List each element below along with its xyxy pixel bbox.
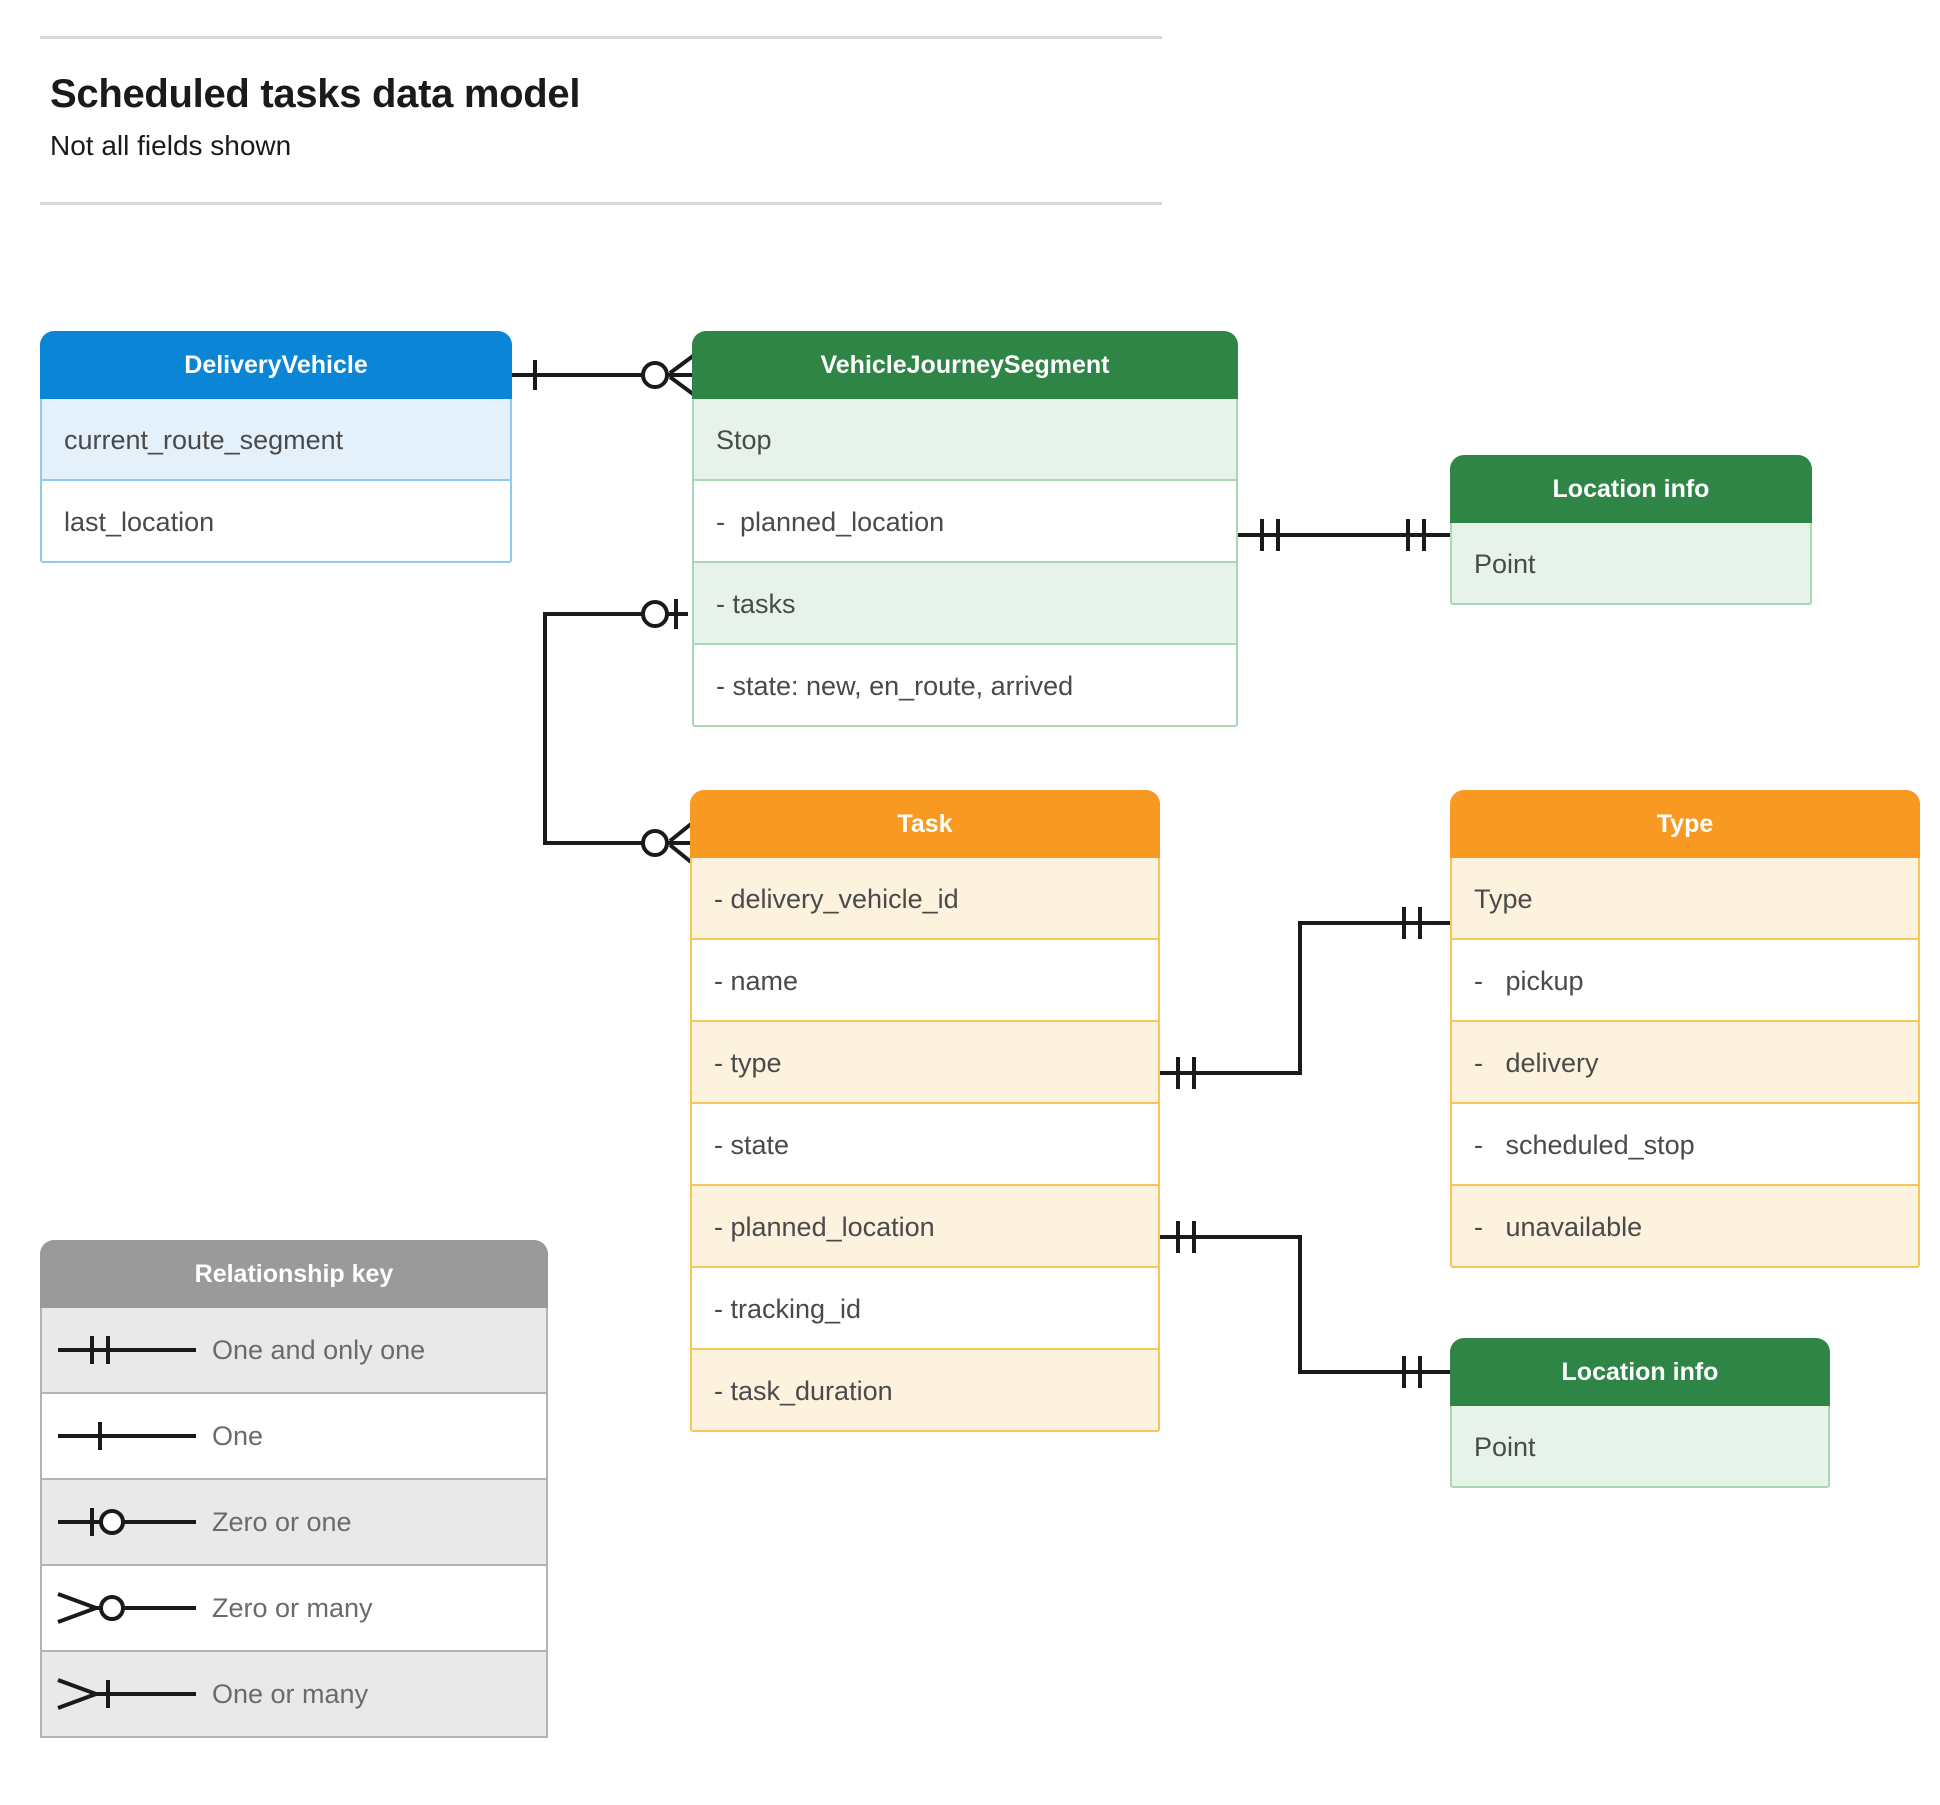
header-divider-bottom (40, 202, 1162, 205)
entity-row: - planned_location (690, 1186, 1160, 1268)
entity-location-info-bottom[interactable]: Location info Point (1450, 1338, 1830, 1488)
page-subtitle: Not all fields shown (50, 130, 292, 161)
legend-item: One (40, 1394, 548, 1480)
entity-row: - scheduled_stop (1450, 1104, 1920, 1186)
entity-row: Point (1450, 1406, 1830, 1488)
legend-item-label: Zero or one (212, 1506, 352, 1537)
header-divider-top (40, 36, 1162, 39)
page-title: Scheduled tasks data model (50, 72, 581, 116)
entity-row: - type (690, 1022, 1160, 1104)
entity-row: - planned_location (692, 481, 1238, 563)
entity-task[interactable]: Task - delivery_vehicle_id - name - type… (690, 790, 1160, 1432)
entity-row: Type (1450, 858, 1920, 940)
legend-item-label: One or many (212, 1678, 369, 1709)
entity-row: Point (1450, 523, 1812, 605)
legend-title: Relationship key (40, 1240, 548, 1308)
entity-row: - delivery_vehicle_id (690, 858, 1160, 940)
entity-row: Stop (692, 399, 1238, 481)
entity-row: - unavailable (1450, 1186, 1920, 1268)
relationship-key-legend: Relationship key One and only one (40, 1240, 548, 1738)
one-or-many-icon (42, 1674, 212, 1714)
entity-title-task: Task (690, 790, 1160, 858)
entity-row: - state (690, 1104, 1160, 1186)
entity-title-delivery-vehicle: DeliveryVehicle (40, 331, 512, 399)
legend-item-label: Zero or many (212, 1592, 373, 1623)
legend-item: One or many (40, 1652, 548, 1738)
legend-item: One and only one (40, 1308, 548, 1394)
one-and-only-one-icon (42, 1330, 212, 1370)
entity-row: - delivery (1450, 1022, 1920, 1104)
entity-row: last_location (40, 481, 512, 563)
entity-row: current_route_segment (40, 399, 512, 481)
entity-location-info-top[interactable]: Location info Point (1450, 455, 1812, 605)
entity-row: - task_duration (690, 1350, 1160, 1432)
legend-item: Zero or many (40, 1566, 548, 1652)
entity-row: - tracking_id (690, 1268, 1160, 1350)
zero-or-many-icon (42, 1588, 212, 1628)
entity-row: - tasks (692, 563, 1238, 645)
zero-or-one-icon (42, 1502, 212, 1542)
entity-row: - pickup (1450, 940, 1920, 1022)
entity-title-location-info-bottom: Location info (1450, 1338, 1830, 1406)
entity-row: - state: new, en_route, arrived (692, 645, 1238, 727)
legend-item: Zero or one (40, 1480, 548, 1566)
entity-title-vehicle-journey-segment: VehicleJourneySegment (692, 331, 1238, 399)
legend-item-label: One and only one (212, 1334, 426, 1365)
entity-delivery-vehicle[interactable]: DeliveryVehicle current_route_segment la… (40, 331, 512, 563)
entity-title-type: Type (1450, 790, 1920, 858)
entity-row: - name (690, 940, 1160, 1022)
one-icon (42, 1416, 212, 1456)
entity-title-location-info-top: Location info (1450, 455, 1812, 523)
entity-type[interactable]: Type Type - pickup - delivery - schedule… (1450, 790, 1920, 1268)
legend-item-label: One (212, 1420, 264, 1451)
entity-vehicle-journey-segment[interactable]: VehicleJourneySegment Stop - planned_loc… (692, 331, 1238, 727)
